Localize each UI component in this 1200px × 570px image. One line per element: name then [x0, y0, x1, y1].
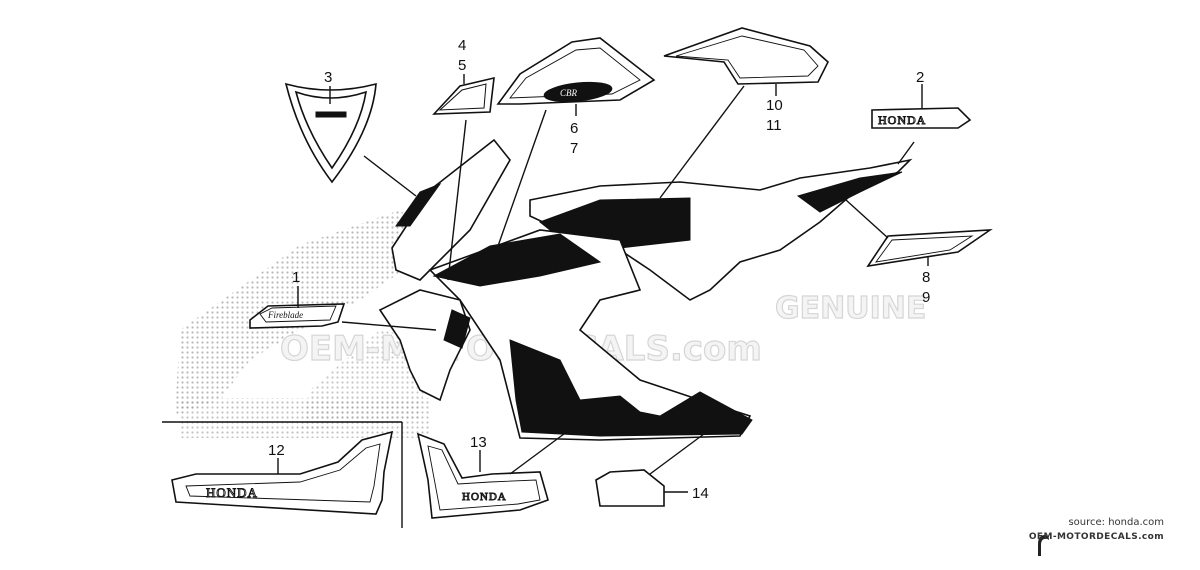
part-13-lower-cowl-right[interactable]: HONDA — [416, 432, 549, 519]
watermark-genuine: GENUINE — [775, 291, 926, 326]
callout-13: 13 — [470, 434, 487, 451]
site-logo-icon — [1038, 535, 1049, 556]
part-2-honda-emblem[interactable]: HONDA — [871, 107, 972, 129]
honda-lower-right-text: HONDA — [462, 491, 507, 503]
part-12-lower-cowl-left[interactable]: HONDA — [171, 430, 394, 515]
part-8-9-rear-stripe[interactable] — [866, 229, 993, 268]
leader-lines — [277, 74, 929, 493]
callout-6: 6 — [570, 120, 578, 137]
callout-2: 2 — [916, 69, 924, 86]
svg-text:CBR: CBR — [560, 88, 578, 98]
part-3-front-cowl[interactable] — [284, 82, 377, 184]
svg-text:Fireblade: Fireblade — [267, 310, 303, 320]
callout-1: 1 — [292, 269, 300, 286]
source-site: OEM-MOTORDECALS.com — [1028, 532, 1164, 542]
callout-numbers: 1 2 3 4 5 6 7 8 9 10 11 12 13 14 — [268, 37, 930, 502]
callout-8: 8 — [922, 269, 930, 286]
honda-emblem-text: HONDA — [878, 113, 926, 127]
callout-14: 14 — [692, 485, 709, 502]
callout-4: 4 — [458, 37, 466, 54]
source-credit: source: honda.com OEM-MOTORDECALS.com — [1029, 516, 1164, 544]
honda-lower-left-text: HONDA — [206, 485, 258, 500]
callout-9: 9 — [922, 289, 930, 306]
part-14-small-decal[interactable] — [595, 469, 665, 507]
callout-3: 3 — [324, 69, 332, 86]
callout-10: 10 — [766, 97, 783, 114]
main-fairing-body[interactable] — [378, 138, 913, 441]
callout-12: 12 — [268, 442, 285, 459]
callout-11: 11 — [766, 117, 782, 134]
callout-5: 5 — [458, 57, 466, 74]
source-line: source: honda.com — [1068, 517, 1164, 528]
part-10-11-tail-stripe[interactable] — [663, 27, 829, 85]
callout-7: 7 — [570, 140, 578, 157]
part-6-7-side-stripe[interactable]: CBR — [496, 37, 656, 105]
part-4-5-upper-stripe[interactable] — [432, 76, 495, 115]
part-1-fireblade-emblem[interactable]: Fireblade — [249, 303, 346, 329]
